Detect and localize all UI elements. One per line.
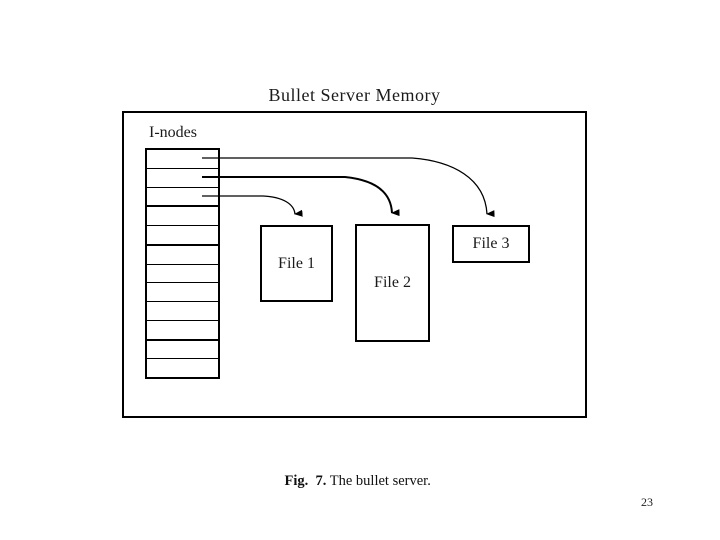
inode-row [147, 301, 218, 320]
file-1-label: File 1 [278, 254, 315, 272]
figure-caption-text: The bullet server. [326, 473, 431, 489]
inode-row [147, 319, 218, 339]
inode-row [147, 205, 218, 225]
file-2-box: File 2 [355, 224, 430, 342]
file-1-box: File 1 [260, 225, 333, 302]
file-2-label: File 2 [374, 274, 411, 291]
diagram-title: Bullet Server Memory [268, 85, 441, 105]
inode-row [147, 243, 218, 264]
inode-row [147, 225, 218, 244]
inode-row [147, 186, 218, 206]
file-3-label: File 3 [472, 235, 510, 252]
inode-row [147, 282, 218, 301]
page-number: 23 [641, 495, 653, 509]
inode-table [145, 148, 220, 379]
inode-row [147, 263, 218, 283]
inode-table-label: I-nodes [149, 124, 197, 141]
inode-row [147, 167, 218, 187]
memory-outer-box [122, 111, 587, 418]
figure-caption-number: Fig. 7. [284, 473, 327, 489]
file-3-box: File 3 [452, 225, 530, 263]
figure-caption: Fig. 7. The bullet server. [270, 456, 431, 507]
inode-row [147, 338, 218, 359]
inode-row [147, 150, 218, 168]
inode-row [147, 358, 218, 377]
